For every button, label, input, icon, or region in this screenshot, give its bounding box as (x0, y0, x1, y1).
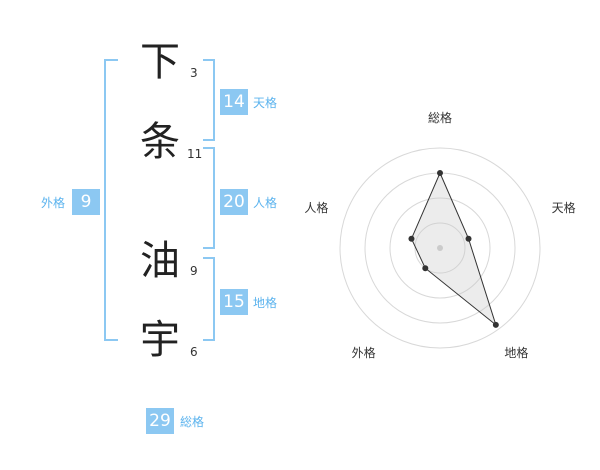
radar-axis-label-1: 総格 (428, 110, 452, 125)
chikaku-bracket (203, 257, 215, 341)
radar-ring-2 (389, 197, 491, 299)
name-char-1: 下 (140, 39, 180, 85)
soukaku-value: 29 (146, 408, 174, 434)
stroke-count-4: 6 (190, 345, 198, 359)
stroke-count-3: 9 (190, 264, 198, 278)
soukaku-label: 総格 (180, 415, 205, 429)
radar-point-5 (408, 235, 415, 242)
gaikaku-label: 外格 (41, 196, 66, 210)
radar-center (437, 245, 443, 251)
name-char-3: 油 (140, 238, 180, 284)
name-char-4: 宇 (140, 317, 180, 363)
stroke-count-2: 11 (187, 147, 203, 161)
radar-area (410, 171, 497, 327)
radar-point-1 (437, 170, 443, 176)
outer-bracket (104, 59, 118, 341)
name-char-2: 条 (140, 119, 180, 165)
chikaku-value: 15 (220, 289, 248, 315)
tenkaku-label: 天格 (253, 96, 278, 110)
radar-ring-1 (414, 222, 466, 274)
chikaku-label: 地格 (253, 296, 278, 310)
radar-point-4 (422, 265, 429, 272)
tenkaku-bracket (203, 59, 215, 141)
radar-axis-label-5: 人格 (304, 200, 328, 215)
jinkaku-bracket (203, 147, 215, 249)
radar-axis-label-4: 外格 (352, 345, 376, 360)
radar-point-2 (465, 235, 472, 242)
gaikaku-value: 9 (72, 189, 100, 215)
radar-axis-label-3: 地格 (504, 345, 528, 360)
stroke-count-1: 3 (190, 66, 198, 80)
radar-point-3 (492, 321, 499, 328)
jinkaku-label: 人格 (253, 196, 278, 210)
tenkaku-value: 14 (220, 89, 248, 115)
radar-axis-label-2: 天格 (552, 200, 576, 215)
radar-ring-4 (339, 147, 541, 349)
jinkaku-value: 20 (220, 189, 248, 215)
